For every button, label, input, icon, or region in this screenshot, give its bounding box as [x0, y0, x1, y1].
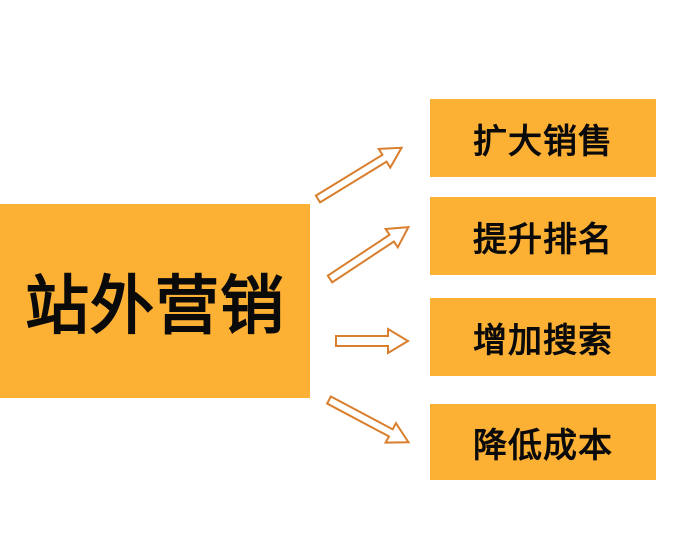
target-label: 增加搜索	[473, 320, 613, 361]
target-box-expand-sales: 扩大销售	[430, 99, 656, 177]
target-box-reduce-cost: 降低成本	[430, 404, 656, 480]
main-topic-label: 站外营销	[25, 270, 285, 344]
target-label: 扩大销售	[473, 121, 613, 162]
target-label: 提升排名	[473, 219, 613, 260]
target-box-increase-search: 增加搜索	[430, 298, 656, 376]
main-topic-box: 站外营销	[0, 204, 310, 398]
arrow-to-increase-search	[335, 327, 410, 355]
target-box-improve-ranking: 提升排名	[430, 197, 656, 275]
arrow-to-improve-ranking	[326, 225, 411, 284]
target-label: 降低成本	[473, 425, 613, 466]
arrow-to-expand-sales	[314, 146, 404, 204]
arrow-to-reduce-cost	[325, 395, 411, 444]
